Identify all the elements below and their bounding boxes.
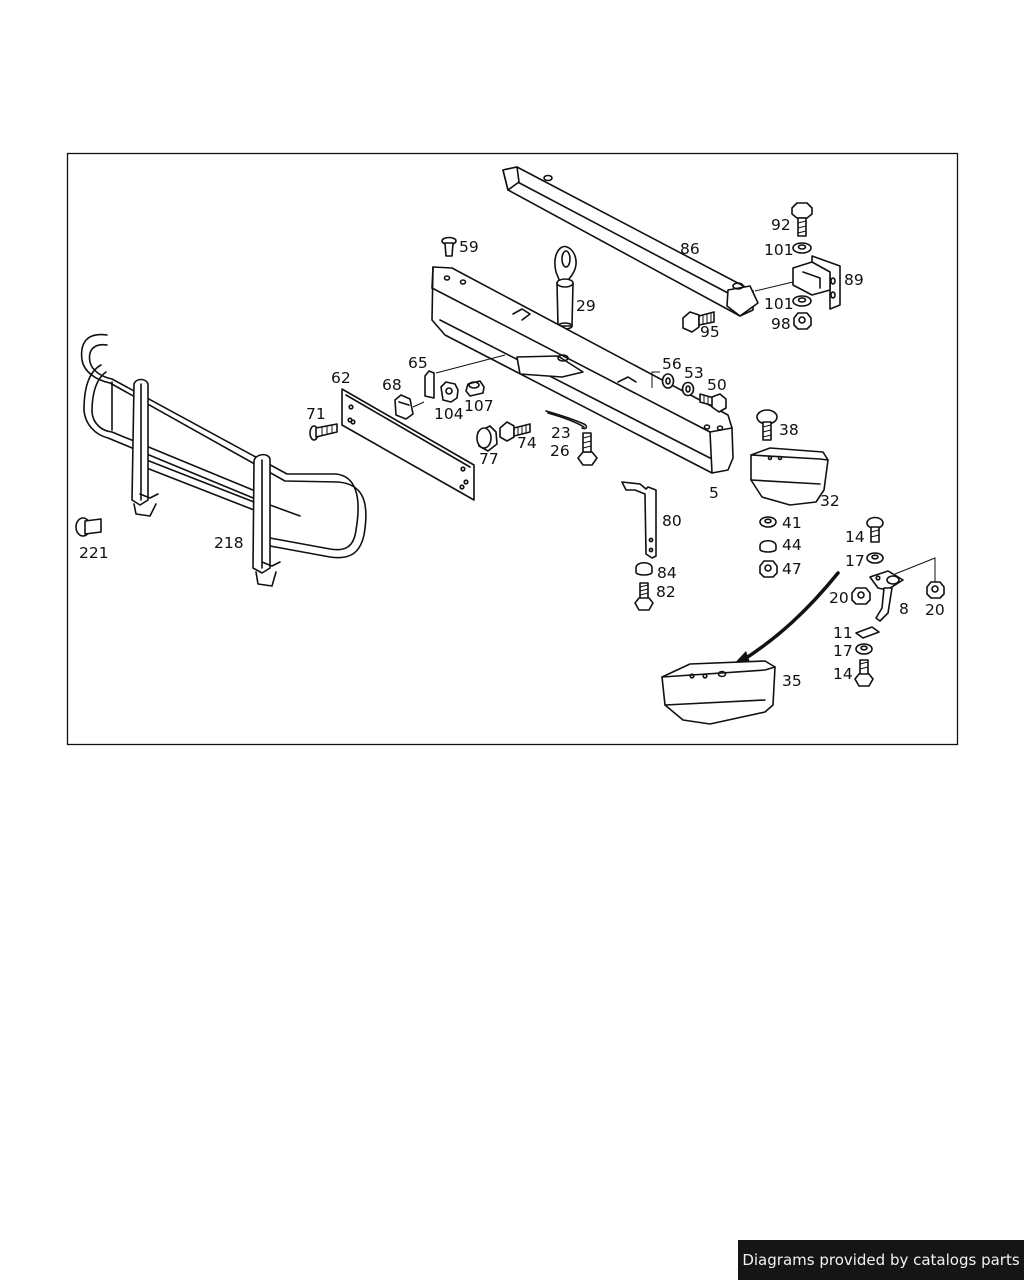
mounting-bracket [754,255,841,310]
label-23: 23 [551,424,571,442]
label-86: 86 [680,240,700,258]
support-bar [502,166,759,317]
clip-65 [424,354,506,399]
credit-banner: Diagrams provided by catalogs parts [738,1240,1024,1280]
label-53: 53 [684,364,704,382]
bolt-14-lower [854,659,874,687]
washer-101-lower [792,295,812,307]
bolt-14-upper [866,516,884,543]
label-89: 89 [844,271,864,289]
label-11: 11 [833,624,853,642]
washer-41 [759,516,777,528]
label-47: 47 [782,560,802,578]
label-17-upper: 17 [845,552,865,570]
label-65: 65 [408,354,428,372]
nut-84 [635,561,653,576]
washer-17-lower [855,643,873,655]
label-59: 59 [459,238,479,256]
label-107: 107 [464,397,494,415]
label-77: 77 [479,450,499,468]
license-plate-bracket [341,388,475,501]
plug-221 [75,517,102,537]
label-20-right: 20 [925,601,945,619]
label-80: 80 [662,512,682,530]
part-labels: 92 101 86 89 59 29 101 95 98 65 56 53 62… [79,216,945,690]
clamp-68 [394,394,425,420]
label-101-lower: 101 [764,295,794,313]
label-82: 82 [656,583,676,601]
nut-98 [793,312,812,330]
label-17-lower: 17 [833,642,853,660]
bolt-26 [577,432,598,466]
bolt-74 [499,421,531,442]
label-38: 38 [779,421,799,439]
label-20-left: 20 [829,589,849,607]
label-62: 62 [331,369,351,387]
label-92: 92 [771,216,791,234]
end-cap-35 [661,660,776,725]
label-44: 44 [782,536,802,554]
end-cap-32 [750,447,829,506]
spacer-107 [465,380,485,397]
label-50: 50 [707,376,727,394]
label-26: 26 [550,442,570,460]
label-74: 74 [517,434,537,452]
nut-20-left [851,587,871,605]
bumper [431,266,734,474]
label-56: 56 [662,355,682,373]
bolt-95 [682,311,715,333]
arrow [730,571,840,668]
clip-11 [855,626,880,639]
washer-56 [651,371,675,389]
cotter-23 [545,410,588,430]
screw-71 [309,423,338,441]
label-14-lower: 14 [833,665,853,683]
label-14-upper: 14 [845,528,865,546]
towing-eye [554,245,577,330]
label-68: 68 [382,376,402,394]
bolt-92 [791,202,813,237]
grille-guard [80,333,367,587]
bolt-82 [634,582,654,611]
diagram-frame [66,152,959,746]
label-218: 218 [214,534,244,552]
nut-47 [759,560,778,578]
washer-44 [759,539,777,553]
label-41: 41 [782,514,802,532]
label-35: 35 [782,672,802,690]
label-71: 71 [306,405,326,423]
nut-20-right [926,581,945,599]
rivet-59 [441,236,457,257]
label-8: 8 [899,600,909,618]
bolt-38 [756,409,778,441]
label-95: 95 [700,323,720,341]
label-104: 104 [434,405,464,423]
mount-bracket-8 [869,557,936,622]
bolt-50 [699,393,727,413]
washer-17-upper [866,552,884,564]
label-29: 29 [576,297,596,315]
label-101-upper: 101 [764,241,794,259]
label-5: 5 [709,484,719,502]
label-32: 32 [820,492,840,510]
lockwasher-53 [681,381,695,397]
washer-101-upper [792,242,812,254]
label-84: 84 [657,564,677,582]
nut-104 [440,381,459,403]
bracket-80 [621,481,657,559]
label-98: 98 [771,315,791,333]
label-221: 221 [79,544,109,562]
cap-77 [476,425,498,452]
